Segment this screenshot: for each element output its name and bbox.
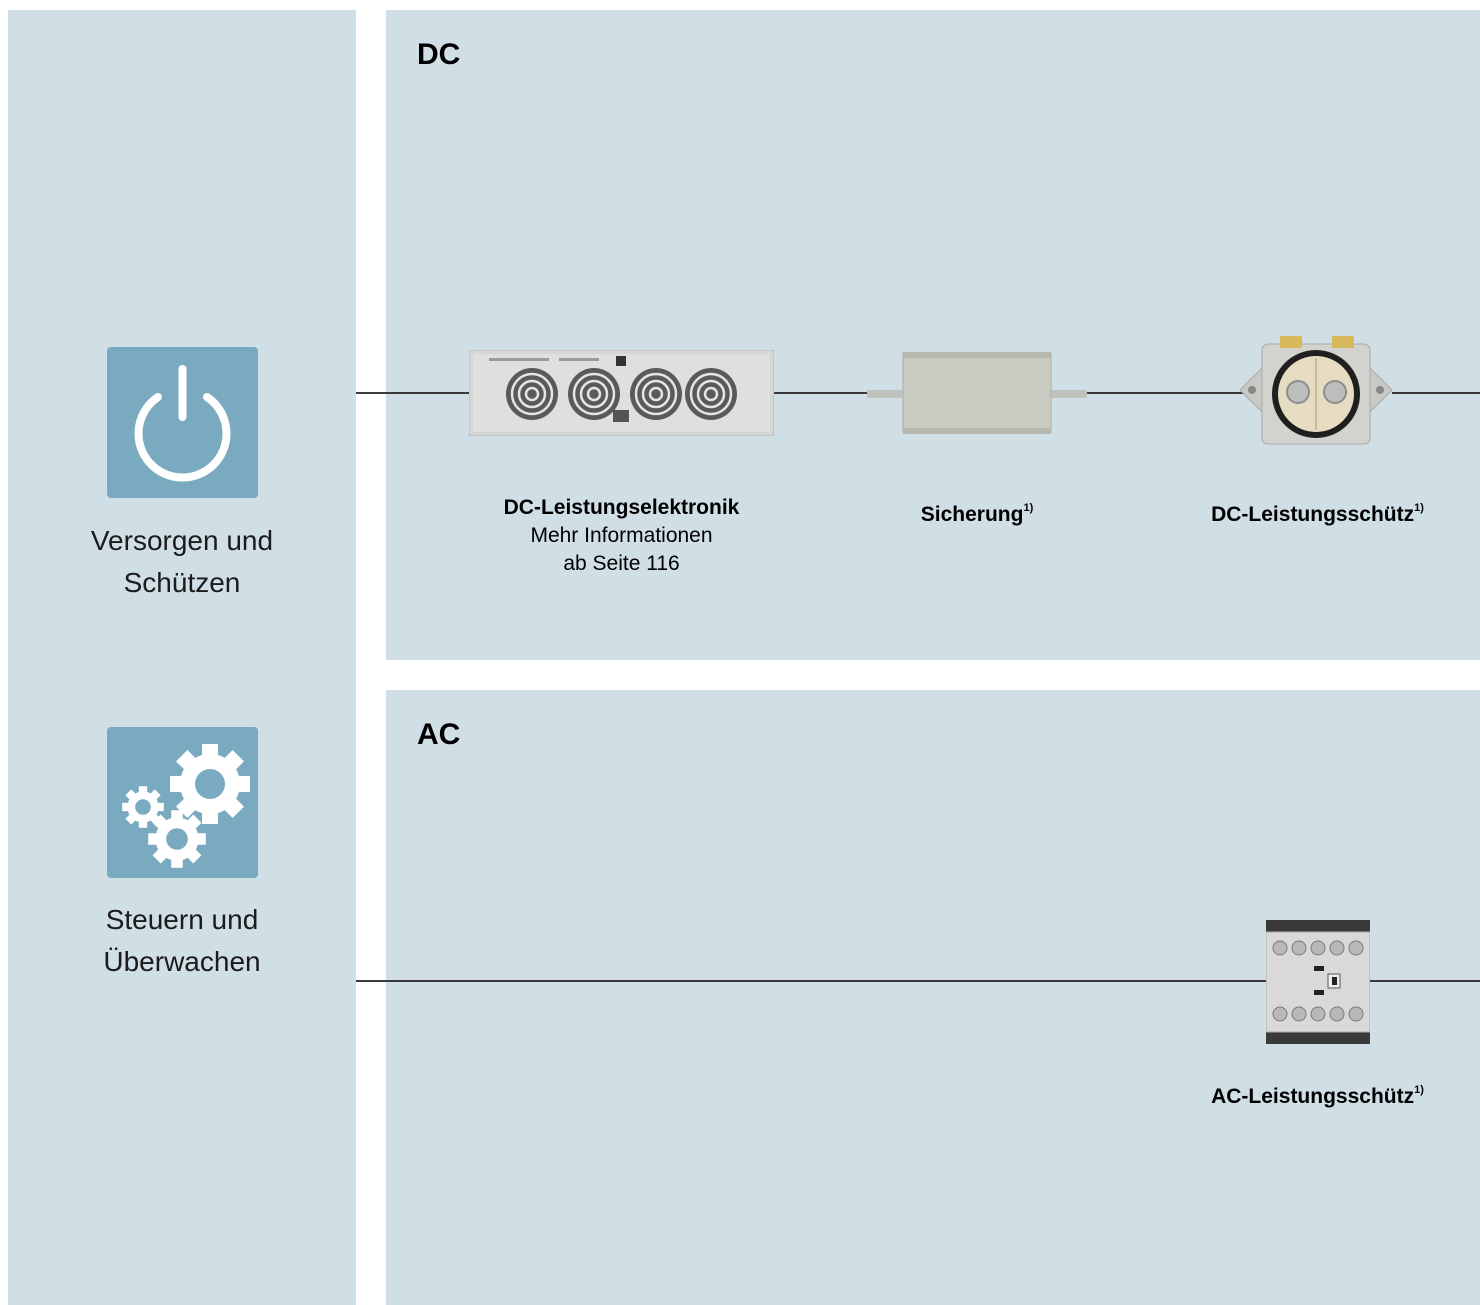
gears-icon [122,744,250,868]
ac-section-title: AC [417,718,461,751]
device-name: AC-Leistungsschütz [1211,1085,1415,1108]
category-label-line: Steuern und [105,904,259,935]
footnote-marker: 1) [1023,502,1034,514]
dc-connection-line [1085,392,1260,394]
caption-dc-contactor: DC-Leistungsschütz1) [1180,494,1455,529]
device-name: DC-Leistungsschütz [1211,503,1415,526]
power-icon [134,365,231,482]
category-label-line: Versorgen und [90,525,274,556]
caption-fuse: Sicherung1) [877,494,1077,529]
category-panel: Versorgen und Schützen [8,10,356,1305]
caption-ac-contactor: AC-Leistungsschütz1) [1180,1076,1455,1111]
category-label-line: Überwachen [103,946,261,977]
power-tile [107,347,258,498]
fuse-box-image [867,351,1087,435]
caption-dc-power-electronics: DC-Leistungselektronik Mehr Informatione… [470,494,773,578]
gears-tile [107,727,258,878]
device-name: DC-Leistungselektronik [503,496,740,519]
dc-section-title: DC [417,38,461,71]
footnote-marker: 1) [1414,1084,1424,1096]
category-label-supply-protect: Versorgen und Schützen [8,520,356,604]
category-label-line: Schützen [123,567,241,598]
device-more-info: Mehr Informationen [530,524,713,547]
ac-contactor-image [1265,920,1371,1044]
power-electronics-unit-image [468,349,775,437]
ac-connection-line [356,980,1268,982]
device-name: Sicherung [920,503,1024,526]
ac-connection-line [1368,980,1480,982]
dc-contactor-image [1239,334,1393,446]
device-page-ref: ab Seite 116 [563,552,680,575]
dc-section: DC [386,10,1480,660]
category-label-control-monitor: Steuern und Überwachen [8,899,356,983]
dc-connection-line [1392,392,1480,394]
dc-connection-line [773,392,869,394]
footnote-marker: 1) [1414,502,1424,514]
dc-connection-line [356,392,470,394]
